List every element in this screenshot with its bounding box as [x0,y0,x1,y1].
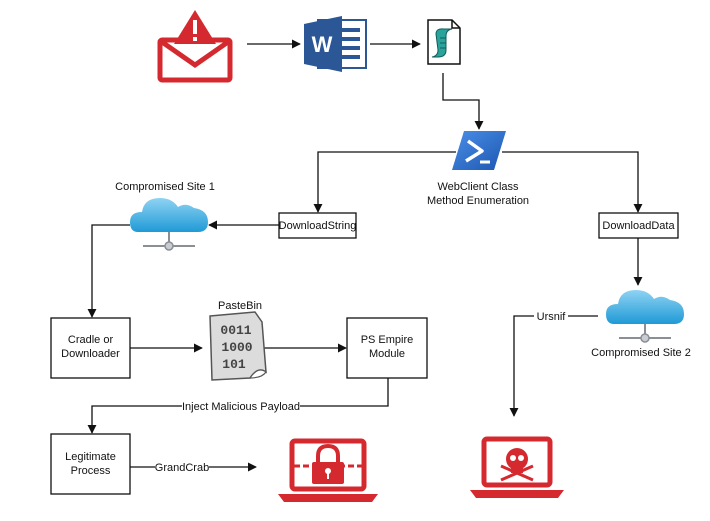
pastebin-binary-2: 1000 [221,340,252,355]
edge-site1-to-cradle [87,224,130,318]
webclient-label-2: Method Enumeration [427,195,529,207]
svg-text:W: W [312,32,333,57]
pastebin-label: PasteBin [218,300,262,312]
edge-label-grandcrab: GrandCrab [155,462,209,474]
edge-site2-to-malware [509,315,598,417]
edge-powershell-to-downloaddata [502,151,643,213]
binary-document-icon: 0011 1000 101 [209,311,267,381]
email-warning-icon [157,10,233,83]
node-ps-empire-module: PS Empire Module [346,317,428,379]
webclient-label-1: WebClient Class [437,181,519,193]
edge-powershell-to-downloadstring [313,151,456,213]
word-document-icon: W [304,16,367,72]
cloud-server-icon-site-1 [130,198,208,251]
powershell-icon [452,131,506,170]
edge-label-inject: Inject Malicious Payload [182,401,300,413]
node-cradle-label-1: Cradle or [68,334,114,346]
connectors [87,39,643,472]
compromised-site-2-label: Compromised Site 2 [591,347,691,359]
node-download-data-label: DownloadData [602,220,675,232]
script-file-icon [427,19,461,65]
pastebin-binary-3: 101 [222,357,246,372]
node-legit-label-1: Legitimate [65,451,116,463]
pastebin-binary-1: 0011 [220,323,251,338]
node-ps-empire-label-2: Module [369,348,405,360]
node-ps-empire-label-1: PS Empire [361,334,414,346]
node-legitimate-process: Legitimate Process [50,433,131,495]
node-download-string: DownloadString [278,212,357,239]
node-cradle-label-2: Downloader [61,348,120,360]
skull-laptop-icon [470,436,564,498]
edge-script-to-powershell [442,73,484,130]
node-download-string-label: DownloadString [279,220,357,232]
edge-label-ursnif: Ursnif [537,311,567,323]
locked-laptop-icon [278,438,378,502]
node-download-data: DownloadData [598,212,679,239]
node-legit-label-2: Process [71,465,111,477]
node-cradle-downloader: Cradle or Downloader [50,317,131,379]
cloud-server-icon-site-2 [606,290,684,343]
compromised-site-1-label: Compromised Site 1 [115,181,215,193]
